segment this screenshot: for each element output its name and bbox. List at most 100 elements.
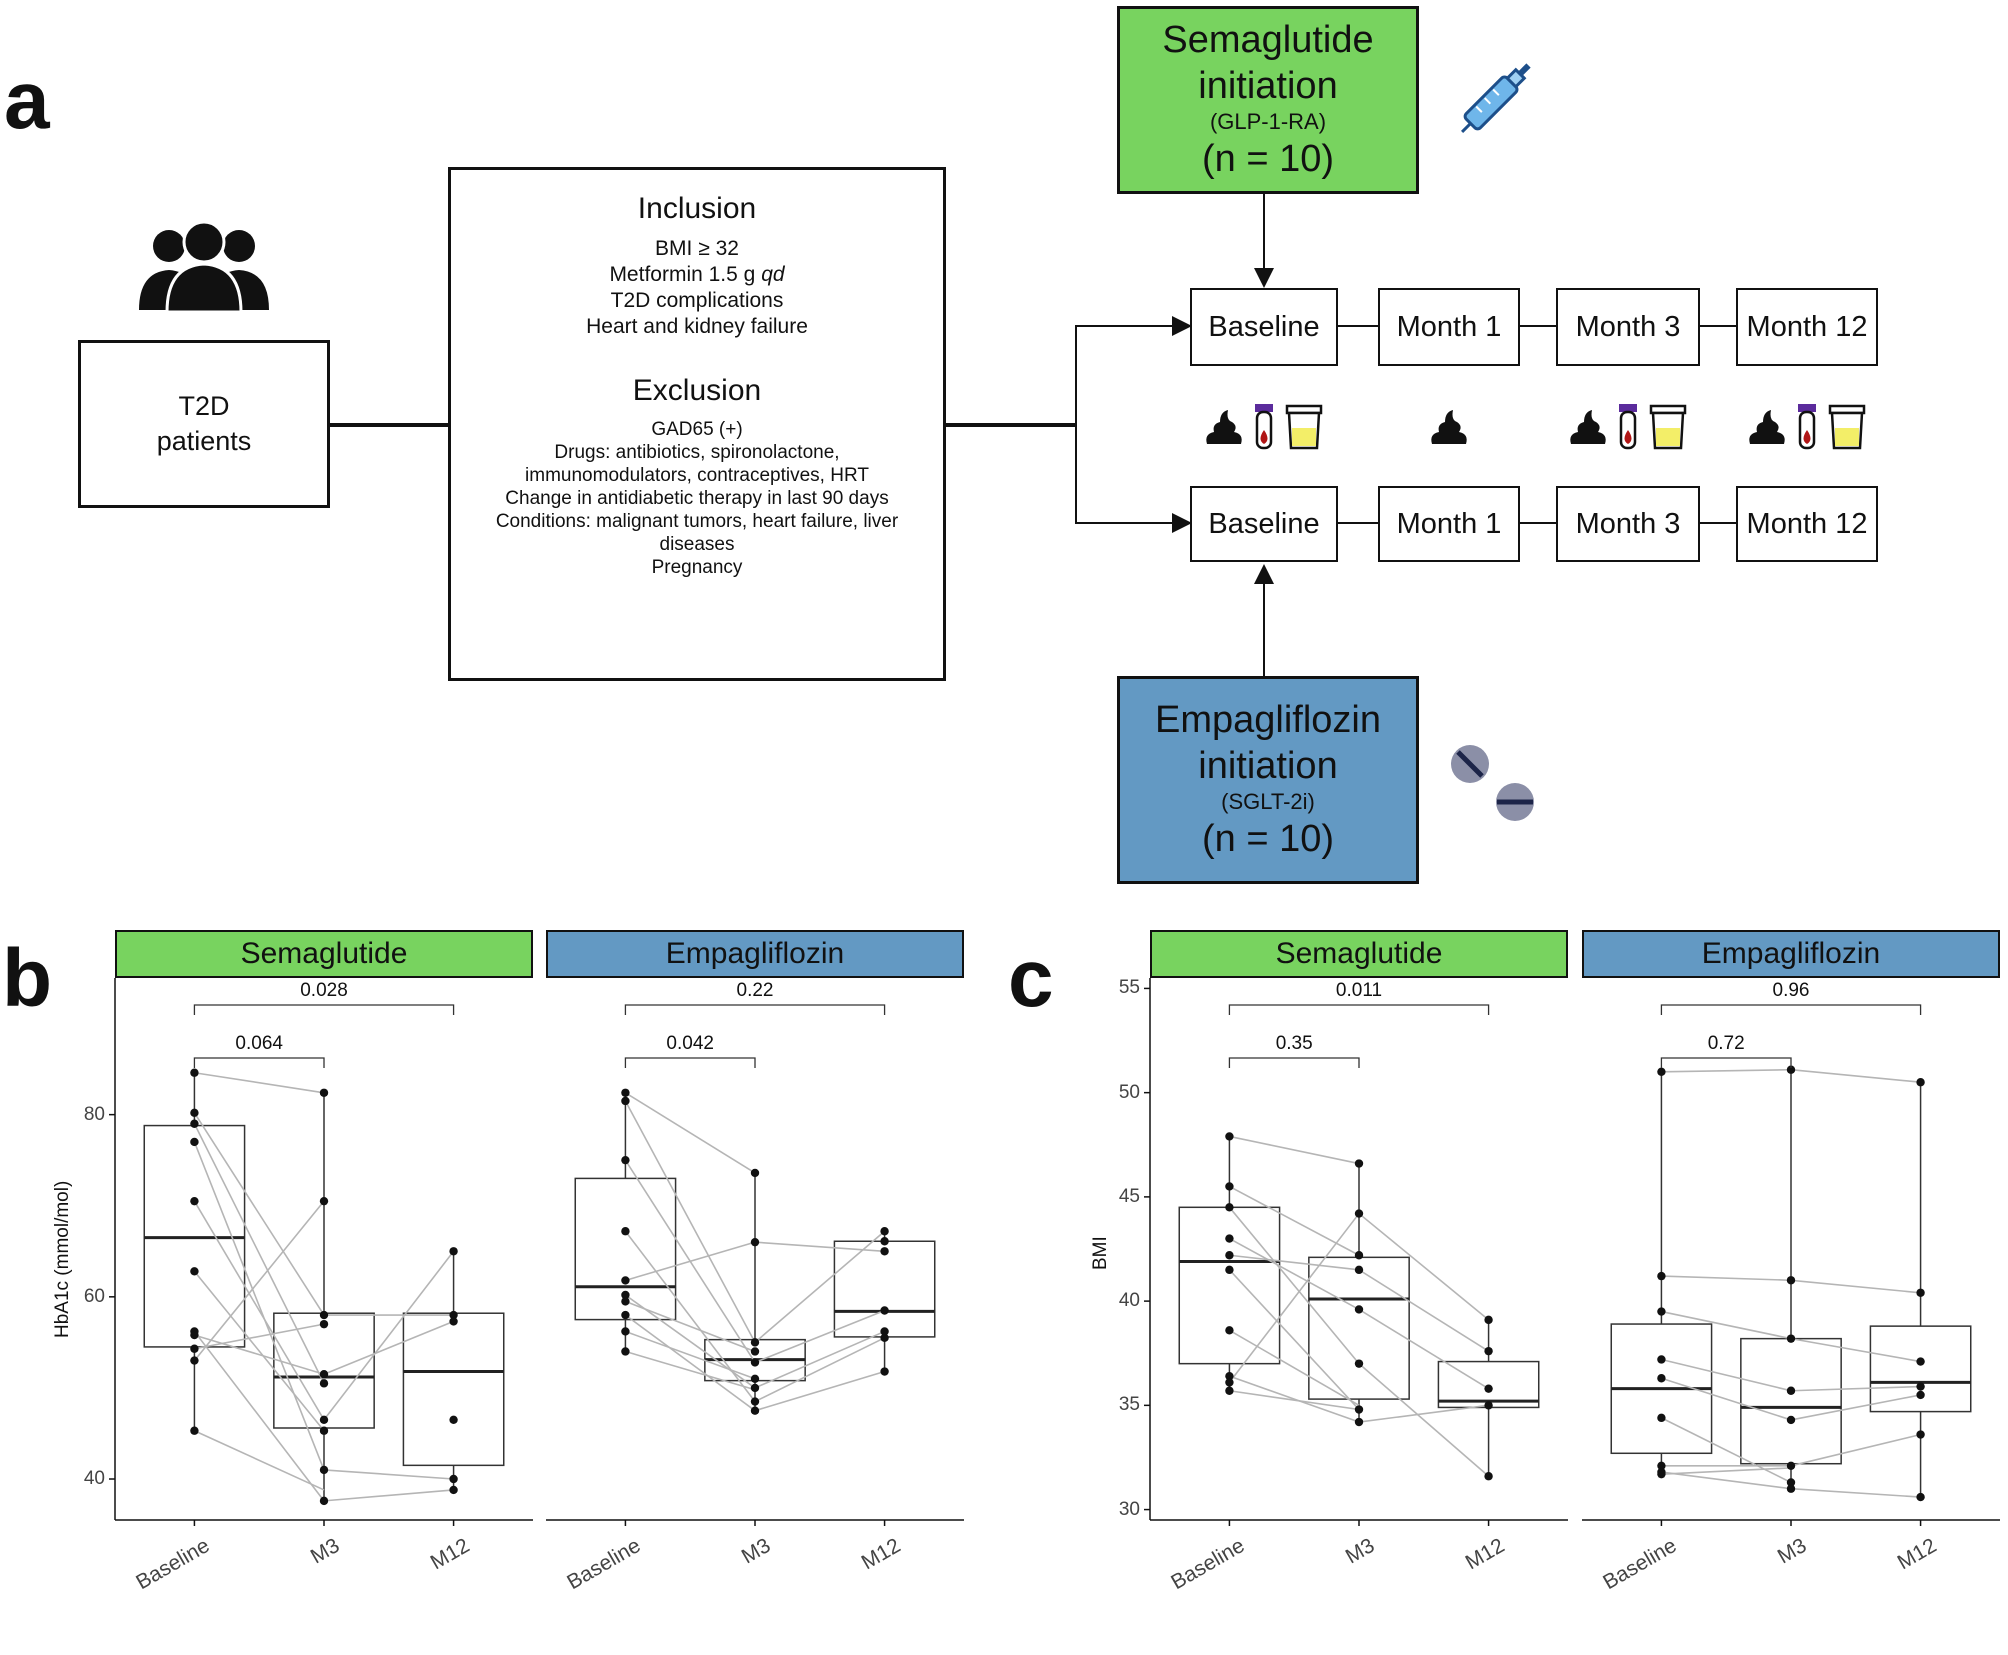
data-point: [1657, 1307, 1666, 1316]
data-point: [880, 1367, 889, 1376]
semaglutide-class: (GLP-1-RA): [1209, 109, 1327, 134]
paired-line: [624, 1230, 756, 1403]
data-point: [1225, 1265, 1234, 1275]
paired-line: [754, 1309, 885, 1364]
panel-label-c: c: [1008, 933, 1054, 1024]
inclusion-item: T2D complications: [610, 289, 784, 312]
facet-strip-empagliflozin-c: Empagliflozin: [1582, 930, 2000, 978]
paired-line: [193, 1270, 325, 1432]
timepoint-month3-top: Month 3: [1556, 288, 1700, 366]
p-value-label: 0.96: [1772, 980, 1810, 1001]
data-point: [1484, 1346, 1493, 1356]
paired-line: [323, 1320, 454, 1375]
data-point: [190, 1108, 199, 1118]
box-iqr: [1869, 1325, 1972, 1413]
paired-line: [193, 1200, 325, 1362]
paired-line: [1229, 1389, 1360, 1411]
data-point: [1786, 1461, 1796, 1471]
data-point: [880, 1227, 889, 1236]
paired-line: [1358, 1363, 1490, 1477]
box-iqr: [574, 1177, 677, 1321]
data-point: [319, 1426, 329, 1435]
data-point: [1225, 1182, 1234, 1191]
box-iqr: [833, 1240, 936, 1338]
paired-line: [194, 1430, 325, 1491]
data-point: [319, 1088, 329, 1097]
data-point: [1484, 1384, 1493, 1393]
sample-icons: [1206, 404, 1866, 450]
data-point: [1225, 1132, 1234, 1141]
timepoint-month3-bottom: Month 3: [1556, 486, 1700, 562]
data-point: [750, 1338, 760, 1347]
paired-line: [625, 1350, 756, 1391]
data-point: [1225, 1386, 1234, 1395]
data-point: [750, 1358, 760, 1367]
paired-line: [1358, 1308, 1489, 1390]
patients-line1: T2D: [178, 391, 230, 421]
paired-line: [193, 1141, 325, 1471]
panel-a-flow-diagram: a T2D patients Inclusion BMI ≥: [4, 6, 1878, 884]
p-value-label: 0.35: [1275, 1033, 1313, 1054]
data-point: [190, 1137, 199, 1147]
paired-line: [1228, 1269, 1360, 1411]
data-point: [621, 1155, 630, 1165]
paired-line: [1229, 1254, 1360, 1271]
paired-line: [1229, 1375, 1360, 1423]
data-point: [1225, 1371, 1234, 1381]
data-point: [1916, 1430, 1925, 1439]
box-iqr: [1308, 1256, 1410, 1400]
p-value-bracket: [1660, 1004, 1922, 1015]
y-tick-label: 45: [1118, 1185, 1140, 1207]
paired-line: [624, 1100, 756, 1343]
data-point: [621, 1088, 630, 1097]
p-value-bracket: [1228, 1004, 1490, 1015]
facet-strip-empagliflozin-b: Empagliflozin: [546, 930, 964, 978]
paired-line: [1661, 1471, 1792, 1490]
data-point: [750, 1237, 760, 1247]
data-point: [1657, 1271, 1666, 1281]
data-point: [319, 1465, 329, 1475]
p-value-label: 0.028: [300, 980, 348, 1001]
group-of-people-icon: [139, 222, 269, 312]
empagliflozin-initiation-box: Empagliflozin initiation (SGLT-2i) (n = …: [1117, 676, 1419, 884]
data-point: [750, 1168, 760, 1178]
paired-line: [1228, 1213, 1360, 1383]
data-point: [1225, 1203, 1234, 1212]
y-tick-label: 50: [1118, 1081, 1140, 1103]
stool-sample-icon: [1570, 410, 1606, 444]
data-point: [1657, 1067, 1666, 1077]
stool-sample-icon: [1431, 410, 1467, 444]
data-point: [880, 1247, 889, 1256]
data-point: [1916, 1078, 1925, 1087]
semaglutide-title: Semaglutide: [1162, 19, 1374, 61]
paired-line: [323, 1489, 454, 1502]
facet-strip-semaglutide-b: Semaglutide: [115, 930, 533, 978]
paired-line: [1661, 1310, 1792, 1340]
data-point: [750, 1347, 760, 1356]
paired-line: [323, 1469, 454, 1480]
data-point: [621, 1327, 630, 1336]
y-tick-label: 40: [83, 1468, 105, 1489]
paired-line: [1661, 1377, 1792, 1421]
paired-line: [754, 1330, 885, 1389]
data-point: [190, 1426, 199, 1435]
p-value-bracket: [624, 1057, 756, 1068]
paired-line: [625, 1330, 756, 1380]
flow-connectors: [330, 194, 1736, 676]
data-point: [1786, 1478, 1796, 1487]
paired-line: [193, 1112, 325, 1316]
data-point: [1916, 1382, 1925, 1391]
syringe-icon: [1460, 63, 1531, 134]
semaglutide-n: (n = 10): [1201, 138, 1335, 180]
timepoint-month12-top: Month 12: [1736, 288, 1878, 366]
paired-line: [754, 1230, 886, 1343]
data-point: [750, 1397, 760, 1406]
arrow-to-baseline-bottom: [1075, 425, 1192, 533]
data-point: [1225, 1234, 1234, 1243]
data-point: [449, 1485, 458, 1495]
criteria-box: Inclusion BMI ≥ 32 Metformin 1.5 g qd T2…: [448, 167, 946, 681]
data-point: [319, 1370, 329, 1379]
timepoint-month1-top: Month 1: [1378, 288, 1520, 366]
p-value-bracket: [193, 1057, 325, 1068]
data-point: [880, 1333, 889, 1343]
